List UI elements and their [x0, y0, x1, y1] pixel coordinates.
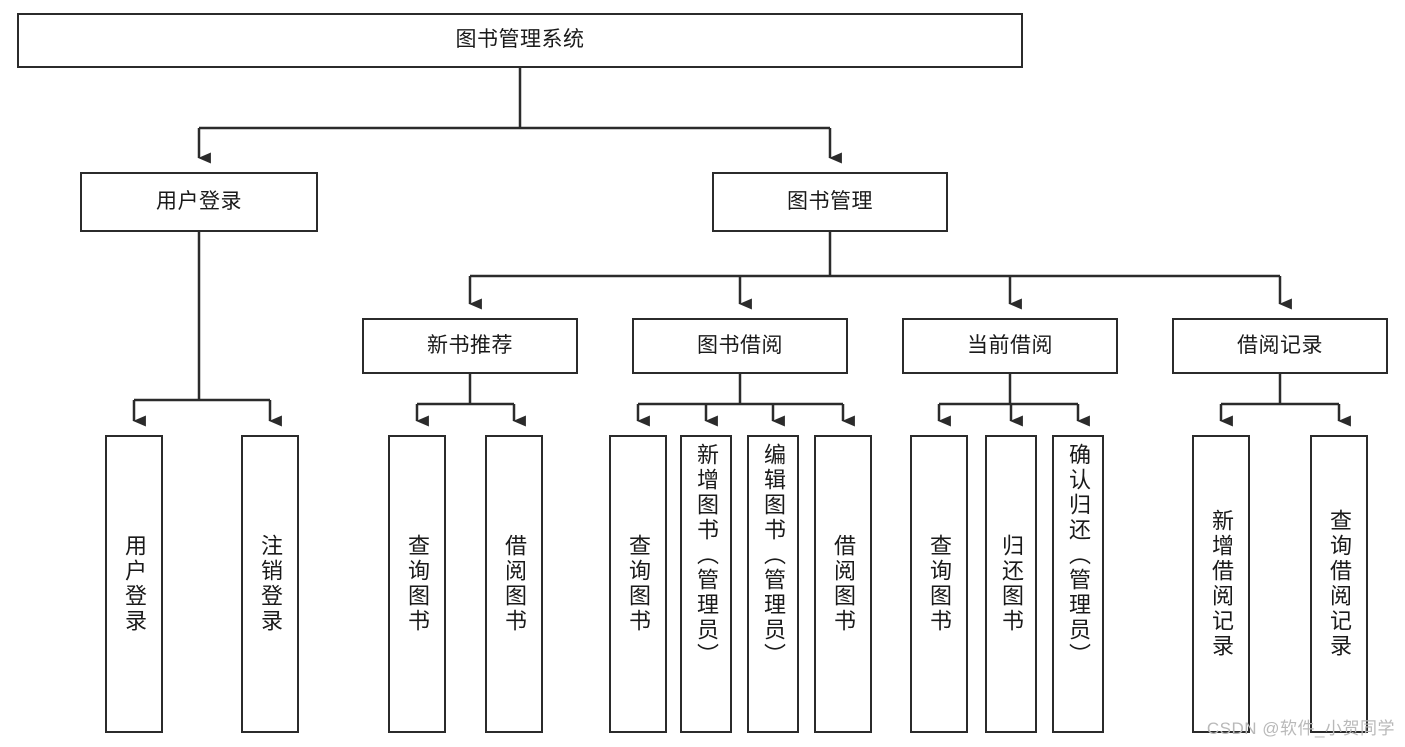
node-root-label: 图书管理系统: [455, 28, 585, 52]
node-leaf-return-book-label: 归还图书: [999, 534, 1024, 634]
node-leaf-borrow-book-1-label: 借阅图书: [502, 534, 527, 634]
node-leaf-query-book-1[interactable]: 查询图书: [388, 435, 446, 733]
node-borrow-record-label: 借阅记录: [1237, 333, 1323, 357]
node-book-borrow[interactable]: 图书借阅: [632, 318, 848, 374]
node-new-book-recommend[interactable]: 新书推荐: [362, 318, 578, 374]
node-leaf-query-record-label: 查询借阅记录: [1327, 509, 1352, 659]
node-new-book-recommend-label: 新书推荐: [427, 333, 513, 357]
node-borrow-record[interactable]: 借阅记录: [1172, 318, 1388, 374]
node-book-borrow-label: 图书借阅: [697, 333, 783, 357]
node-leaf-query-book-3[interactable]: 查询图书: [910, 435, 968, 733]
node-book-manage[interactable]: 图书管理: [712, 172, 948, 232]
node-leaf-user-login[interactable]: 用户登录: [105, 435, 163, 733]
node-root[interactable]: 图书管理系统: [17, 13, 1023, 68]
node-leaf-add-book-label: 新增图书（管理员）: [694, 443, 719, 668]
node-leaf-query-record[interactable]: 查询借阅记录: [1310, 435, 1368, 733]
node-leaf-query-book-3-label: 查询图书: [927, 534, 952, 634]
node-book-manage-label: 图书管理: [787, 189, 873, 213]
node-leaf-user-logout[interactable]: 注销登录: [241, 435, 299, 733]
node-leaf-borrow-book-2-label: 借阅图书: [831, 534, 856, 634]
node-current-borrow[interactable]: 当前借阅: [902, 318, 1118, 374]
node-leaf-add-record-label: 新增借阅记录: [1209, 509, 1234, 659]
node-leaf-query-book-2-label: 查询图书: [626, 534, 651, 634]
node-user-login-label: 用户登录: [156, 189, 242, 213]
node-leaf-confirm-return[interactable]: 确认归还（管理员）: [1052, 435, 1104, 733]
node-user-login[interactable]: 用户登录: [80, 172, 318, 232]
node-leaf-user-logout-label: 注销登录: [258, 534, 283, 634]
node-leaf-borrow-book-1[interactable]: 借阅图书: [485, 435, 543, 733]
node-leaf-edit-book-label: 编辑图书（管理员）: [761, 443, 786, 668]
node-leaf-query-book-2[interactable]: 查询图书: [609, 435, 667, 733]
node-current-borrow-label: 当前借阅: [967, 333, 1053, 357]
node-leaf-user-login-label: 用户登录: [122, 534, 147, 634]
node-leaf-query-book-1-label: 查询图书: [405, 534, 430, 634]
node-leaf-add-book[interactable]: 新增图书（管理员）: [680, 435, 732, 733]
node-leaf-add-record[interactable]: 新增借阅记录: [1192, 435, 1250, 733]
node-leaf-borrow-book-2[interactable]: 借阅图书: [814, 435, 872, 733]
node-leaf-edit-book[interactable]: 编辑图书（管理员）: [747, 435, 799, 733]
node-leaf-return-book[interactable]: 归还图书: [985, 435, 1037, 733]
watermark-text: CSDN @软件_小贺同学: [1206, 719, 1395, 738]
node-leaf-confirm-return-label: 确认归还（管理员）: [1066, 443, 1091, 668]
